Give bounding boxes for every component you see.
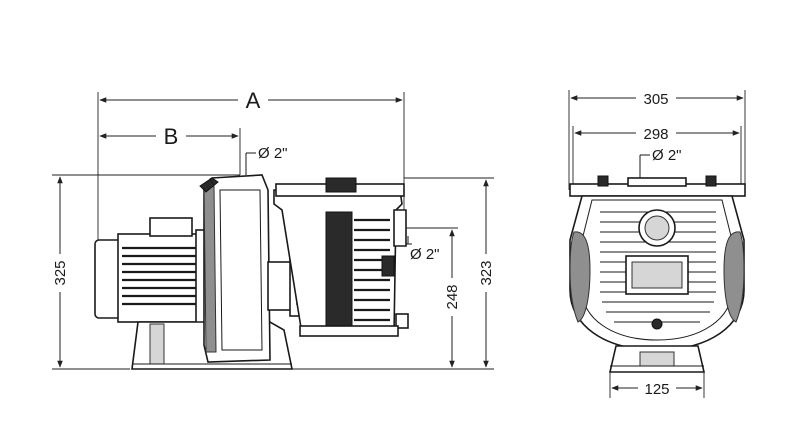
dimension-inlet-height: 248 (404, 227, 462, 368)
strainer-pot (273, 177, 409, 337)
pump-housing (199, 174, 271, 363)
motor-cooling-fins (122, 246, 196, 306)
height-overall-label: 325 (52, 260, 69, 285)
dimension-flange-width: 298 (572, 123, 742, 186)
motor (94, 217, 207, 327)
dimension-height-pump: 323 (292, 177, 496, 370)
dimension-a: A (97, 88, 405, 245)
pump-front-base (608, 345, 706, 373)
front-outlet-diameter-callout: Ø 2" (639, 147, 682, 180)
side-view: A B Ø 2" 325 323 (50, 88, 496, 370)
inlet-height-label: 248 (444, 284, 461, 309)
overall-width-label: 305 (643, 91, 668, 108)
front-outlet-diameter-label: Ø 2" (652, 147, 682, 164)
base-width-label: 125 (644, 381, 669, 398)
dimension-b-label: B (164, 124, 179, 149)
dimension-overall-width: 305 (568, 88, 746, 190)
dimension-height-overall: 325 (50, 174, 240, 370)
front-view: 305 298 Ø 2" (568, 88, 746, 398)
outlet-diameter-label: Ø 2" (258, 145, 288, 162)
dimension-b: B (99, 124, 241, 175)
inlet-diameter-callout: Ø 2" (404, 236, 440, 263)
pump-front-body (569, 175, 746, 351)
flange-width-label: 298 (643, 126, 668, 143)
dimension-a-label: A (246, 88, 261, 113)
inlet-diameter-label: Ø 2" (410, 246, 440, 263)
height-pump-label: 323 (478, 260, 495, 285)
dimension-base-width: 125 (609, 372, 705, 398)
outlet-diameter-callout: Ø 2" (245, 145, 288, 175)
